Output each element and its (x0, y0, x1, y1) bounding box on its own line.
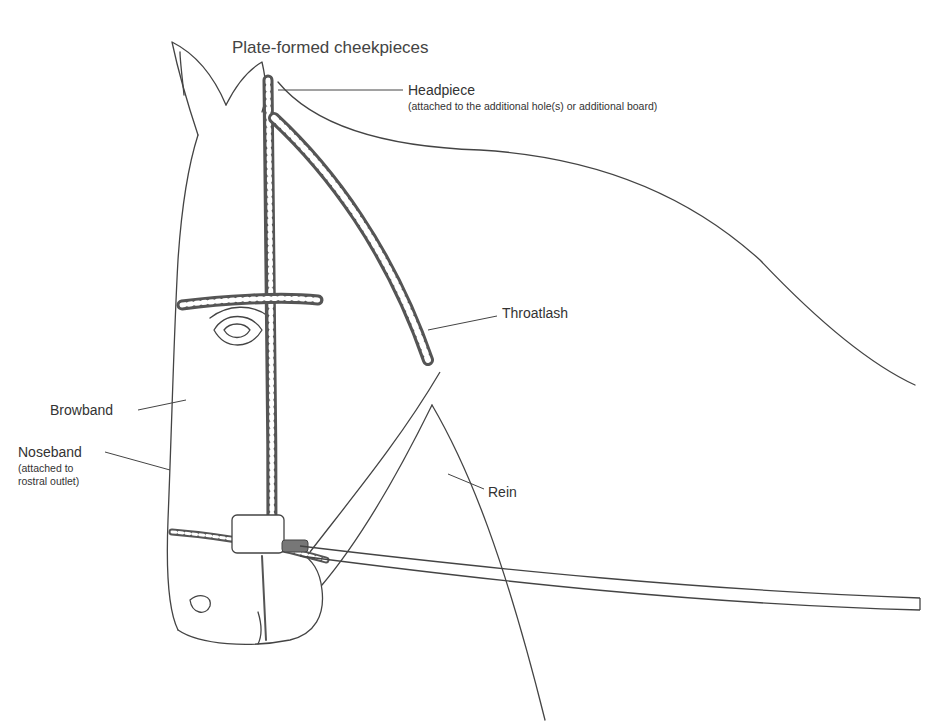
nostril (190, 596, 210, 613)
ear (172, 42, 226, 135)
part-label: Headpiece (408, 82, 475, 99)
browband-strap (182, 298, 318, 305)
face-outline (167, 135, 198, 630)
part-label: Throatlash (502, 305, 568, 322)
lip (258, 612, 261, 644)
part-note: (attached to rostral outlet) (18, 462, 104, 487)
rein-line (300, 546, 920, 598)
leader-line (138, 400, 186, 410)
strap-braid (182, 298, 318, 305)
eye (214, 317, 262, 346)
strap-braid (274, 118, 428, 360)
muzzle-outline (178, 552, 323, 644)
throatlash-strap (274, 118, 428, 360)
rein-upper (310, 372, 440, 552)
part-label: Browband (50, 402, 113, 419)
jaw-outline (322, 405, 432, 585)
part-label: Rein (488, 484, 517, 501)
leader-line (428, 316, 497, 330)
rein-end (919, 598, 920, 610)
eye-pupil (224, 324, 250, 338)
strap-braid (268, 80, 272, 545)
part-note: (attached to the additional hole(s) or a… (408, 100, 657, 113)
diagram-title: Plate-formed cheekpieces (232, 38, 429, 58)
eyelid (210, 307, 268, 318)
part-label: Noseband (18, 444, 82, 461)
leader-line (448, 474, 484, 489)
cheek-plate (232, 515, 284, 553)
rein-line (300, 556, 920, 610)
leader-line (105, 452, 170, 470)
chin-strap (262, 556, 266, 640)
ear-detail (180, 52, 184, 95)
headpiece-strap (268, 80, 272, 545)
leader-line (278, 90, 403, 91)
ear (226, 62, 266, 112)
